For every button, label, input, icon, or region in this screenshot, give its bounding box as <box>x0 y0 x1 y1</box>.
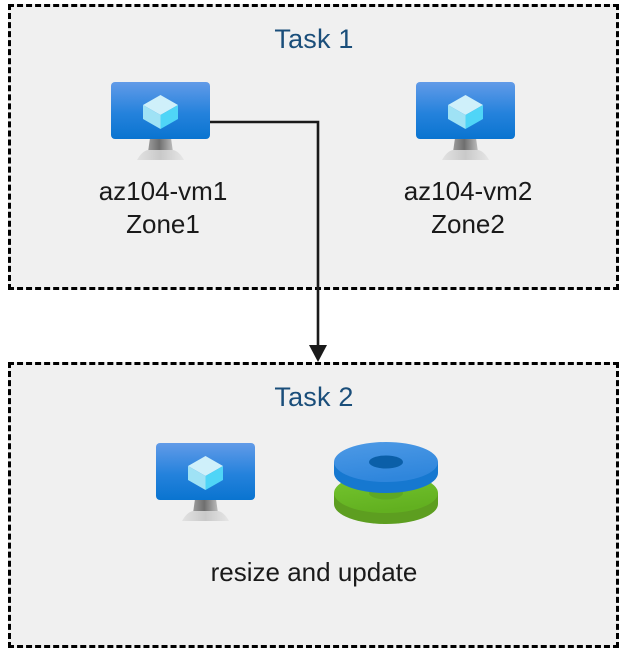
task-1-title: Task 1 <box>274 24 354 54</box>
virtual-machine-icon-vm1[interactable] <box>110 82 211 162</box>
virtual-machine-icon-vm2[interactable] <box>415 82 516 162</box>
vm2-label: az104-vm2 Zone2 <box>403 176 533 240</box>
task-2-caption: resize and update <box>210 557 418 587</box>
vm1-label: az104-vm1 Zone1 <box>98 176 228 240</box>
virtual-machine-icon-task2[interactable] <box>155 443 256 523</box>
managed-disks-icon[interactable] <box>333 441 439 527</box>
task-2-title: Task 2 <box>274 382 354 412</box>
task-2-container <box>8 362 619 648</box>
